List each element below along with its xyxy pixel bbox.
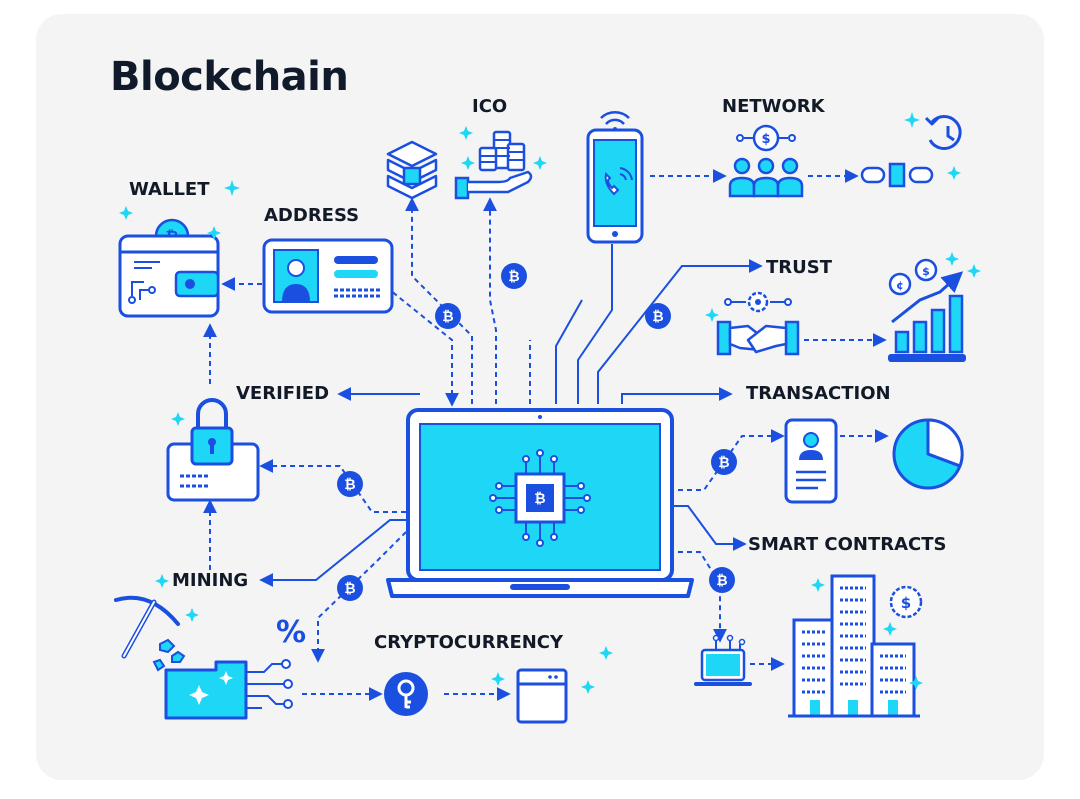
connector-smart-contracts — [672, 505, 747, 551]
svg-text:$: $ — [901, 594, 911, 612]
growth-chart-icon: ¢ $ — [888, 258, 966, 362]
bitcoin-badge-icon: ₿ — [435, 303, 461, 329]
dollar-coin-icon: $ — [889, 585, 923, 619]
id-card-icon — [262, 238, 394, 314]
city-buildings-icon — [788, 574, 920, 718]
bitcoin-badge-icon: ₿ — [337, 575, 363, 601]
ico-label: ICO — [472, 96, 508, 117]
browser-window-icon — [516, 668, 568, 724]
verified-label: VERIFIED — [236, 383, 330, 404]
handshake-gear-icon — [716, 291, 800, 356]
bitcoin-badge-icon: ₿ — [337, 471, 363, 497]
svg-text:₿: ₿ — [652, 309, 663, 325]
bitcoin-badge-icon: ₿ — [709, 567, 735, 593]
svg-text:₿: ₿ — [718, 455, 729, 471]
coin-hand-icon — [454, 130, 533, 200]
svg-text:₿: ₿ — [442, 309, 453, 325]
connector-mining — [259, 519, 406, 587]
chain-link-icon — [860, 162, 934, 188]
svg-text:₿: ₿ — [534, 491, 545, 507]
mining-label: MINING — [172, 570, 249, 591]
bitcoin-badge-icon: ₿ — [501, 263, 527, 289]
transaction-label: TRANSACTION — [746, 383, 891, 404]
address-label: ADDRESS — [264, 205, 360, 226]
connector-trust — [597, 259, 763, 404]
page-title: Blockchain — [110, 54, 349, 100]
percent-icon: % — [276, 615, 307, 650]
svg-text:$: $ — [761, 132, 770, 147]
svg-text:₿: ₿ — [344, 581, 355, 597]
bitcoin-badge-icon: ₿ — [711, 449, 737, 475]
padlock-card-icon — [166, 398, 260, 502]
svg-text:$: $ — [922, 265, 930, 278]
connectors — [259, 244, 763, 587]
sparkle-decorations — [119, 112, 981, 694]
bitcoin-badge-icon: ₿ — [645, 303, 671, 329]
wallet-bitcoin-icon: ₿ — [118, 218, 220, 318]
laptop-cpu-icon: ₿ — [386, 408, 694, 598]
cryptocurrency-label: CRYPTOCURRENCY — [374, 632, 564, 653]
connector-transaction — [621, 387, 733, 404]
network-label: NETWORK — [722, 96, 825, 117]
svg-text:₿: ₿ — [508, 269, 519, 285]
pickaxe-icon — [114, 595, 180, 659]
blockchain-cube-icon — [386, 140, 438, 200]
svg-text:₿: ₿ — [716, 573, 727, 589]
connector-center-up — [555, 299, 583, 404]
svg-text:₿: ₿ — [344, 477, 355, 493]
network-people-icon: $ — [728, 124, 804, 198]
smart-contracts-label: SMART CONTRACTS — [748, 534, 947, 555]
smartphone-call-icon — [586, 111, 644, 244]
small-laptop-icon — [694, 634, 752, 686]
trust-label: TRUST — [766, 257, 832, 278]
pie-chart-icon — [892, 418, 964, 490]
history-clock-icon — [924, 114, 962, 150]
connector-phone — [577, 244, 613, 404]
ore-block-icon — [152, 638, 293, 720]
wallet-label: WALLET — [129, 179, 210, 200]
phone-id-icon — [784, 418, 838, 504]
svg-text:¢: ¢ — [896, 279, 904, 292]
key-icon — [384, 672, 428, 716]
